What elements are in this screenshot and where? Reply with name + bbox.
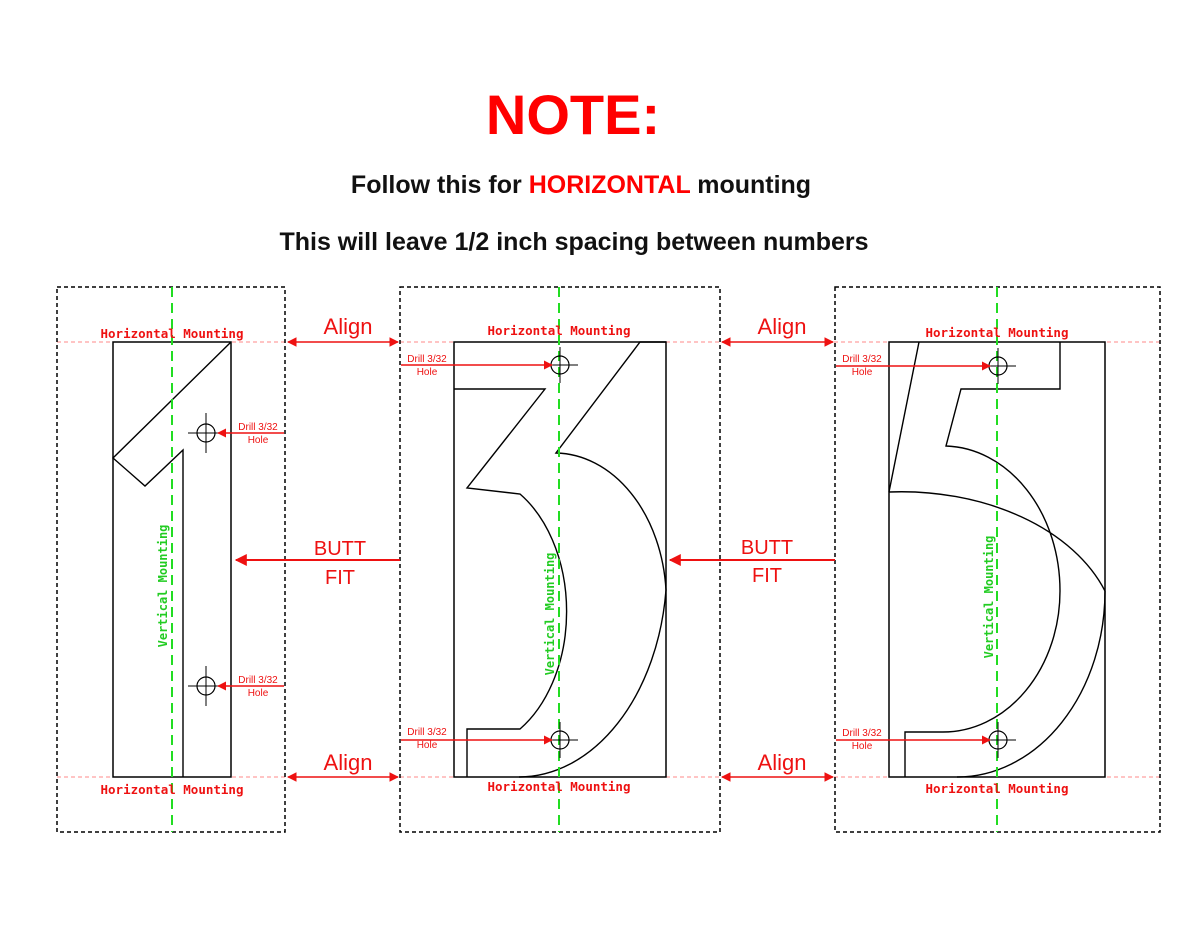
butt-label-right: BUTT [741, 537, 793, 559]
instruction-prefix: Follow this for [351, 171, 522, 199]
fit-label-right: FIT [752, 565, 782, 587]
drill-label-3a-hole: Hole [852, 367, 873, 378]
align-label-bottom-left: Align [324, 750, 373, 775]
drill-label-1b-hole: Hole [248, 688, 269, 699]
vertical-mounting-label-1: Vertical Mounting [156, 525, 170, 648]
vertical-mounting-label-2: Vertical Mounting [543, 553, 557, 676]
digit-1-outline [111, 341, 232, 777]
drill-label-2b-hole: Hole [417, 740, 438, 751]
instruction-line-1: Follow this for HORIZONTAL mounting [351, 171, 811, 199]
digit-3-outline [454, 341, 667, 778]
align-label-top-left: Align [324, 314, 373, 339]
horizontal-mounting-label-bottom-3: Horizontal Mounting [926, 781, 1069, 796]
drill-label-2a-hole: Hole [417, 367, 438, 378]
horizontal-mounting-label-top-2: Horizontal Mounting [488, 323, 631, 338]
horizontal-mounting-label-bottom-1: Horizontal Mounting [101, 782, 244, 797]
instruction-line-2: This will leave 1/2 inch spacing between… [279, 228, 868, 256]
drill-hole-icon [188, 666, 224, 706]
drill-label-3b-hole: Hole [852, 741, 873, 752]
drill-label-3a: Drill 3/32 [842, 354, 882, 365]
butt-label-left: BUTT [314, 538, 366, 560]
instruction-suffix: mounting [697, 171, 811, 199]
horizontal-mounting-label-top-3: Horizontal Mounting [926, 325, 1069, 340]
panel-digit-1: Vertical Mounting Horizontal Mounting Ho… [56, 286, 286, 833]
note-heading: NOTE: [486, 83, 660, 146]
fit-label-left: FIT [325, 567, 355, 589]
horizontal-mounting-label-bottom-2: Horizontal Mounting [488, 779, 631, 794]
drill-label-2a: Drill 3/32 [407, 354, 447, 365]
align-label-top-right: Align [758, 314, 807, 339]
drill-label-1b: Drill 3/32 [238, 675, 278, 686]
digit-5-outline [888, 341, 1106, 778]
horizontal-mounting-label-top-1: Horizontal Mounting [101, 326, 244, 341]
instruction-emphasis: HORIZONTAL [529, 171, 691, 199]
drill-label-2b: Drill 3/32 [407, 727, 447, 738]
drill-label-3b: Drill 3/32 [842, 728, 882, 739]
drill-label-1a-hole: Hole [248, 435, 269, 446]
panel-digit-5: Vertical Mounting Horizontal Mounting Ho… [834, 286, 1161, 833]
align-label-bottom-right: Align [758, 750, 807, 775]
vertical-mounting-label-3: Vertical Mounting [982, 536, 996, 659]
drill-label-1a: Drill 3/32 [238, 422, 278, 433]
